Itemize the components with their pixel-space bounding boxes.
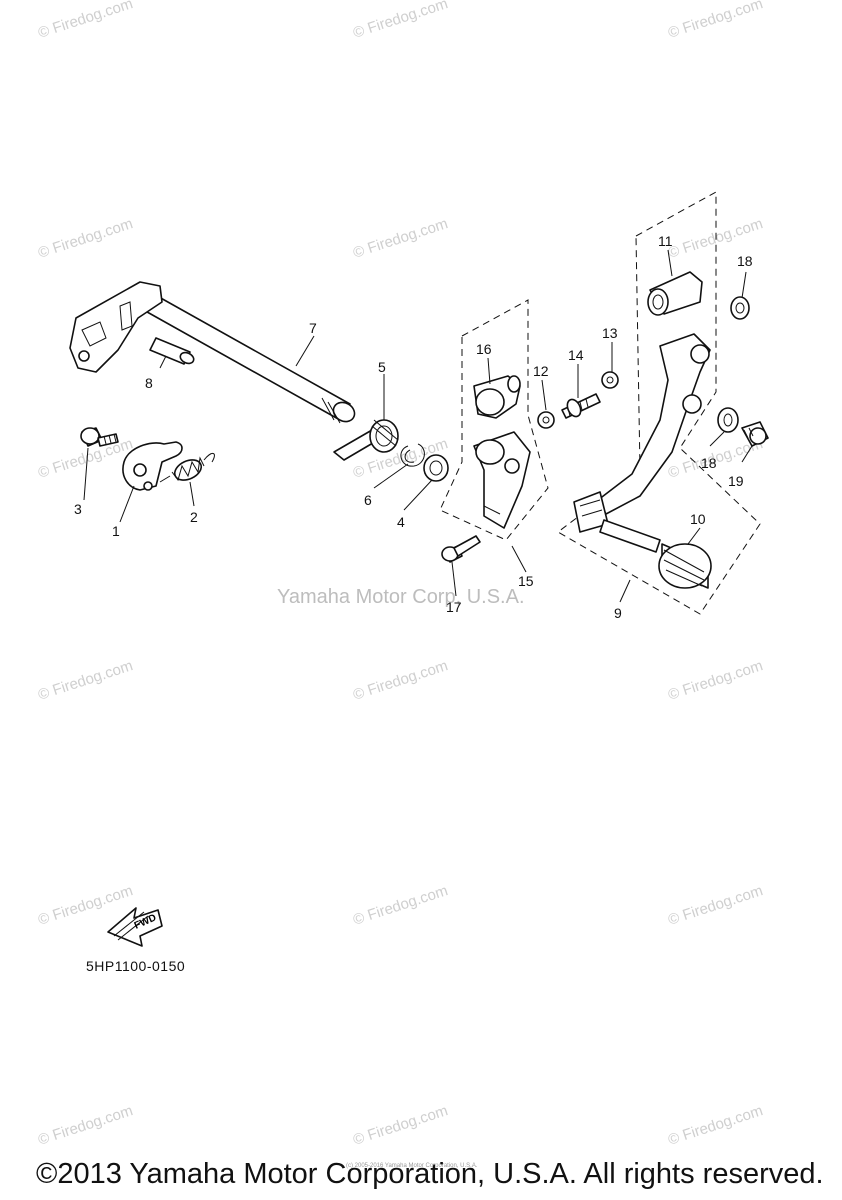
part-5-torsion-spring [333, 419, 399, 461]
watermark: © Firedog.com [351, 1102, 450, 1149]
callout-15: 15 [518, 573, 534, 589]
watermark: © Firedog.com [36, 0, 135, 42]
part-18-washer-upper [730, 296, 750, 320]
part-19-bolt [741, 421, 769, 447]
callout-12: 12 [533, 363, 549, 379]
callout-18-upper: 18 [737, 253, 753, 269]
part-8-pin [149, 337, 195, 365]
watermark: © Firedog.com [666, 657, 765, 704]
part-1-stopper-lever [122, 441, 183, 491]
part-15-lever [473, 431, 531, 529]
callout-19: 19 [728, 473, 744, 489]
callout-2: 2 [190, 509, 198, 525]
part-11-boot [647, 271, 703, 316]
callout-5: 5 [378, 359, 386, 375]
watermark: © Firedog.com [36, 657, 135, 704]
watermark: © Firedog.com [666, 0, 765, 42]
part-16-rod-end [473, 375, 521, 419]
part-9-shift-pedal [573, 333, 711, 553]
callout-10: 10 [690, 511, 706, 527]
part-3-bolt [80, 427, 119, 447]
watermark: © Firedog.com [36, 215, 135, 262]
callout-16: 16 [476, 341, 492, 357]
callout-7: 7 [309, 320, 317, 336]
callout-1: 1 [112, 523, 120, 539]
watermark: © Firedog.com [666, 882, 765, 929]
callout-18-lower: 18 [701, 455, 717, 471]
callout-11: 11 [658, 233, 673, 249]
callout-9: 9 [614, 605, 622, 621]
part-6-circlip [400, 443, 425, 467]
watermark: © Firedog.com [351, 882, 450, 929]
part-12-nut [537, 411, 555, 429]
watermark: © Firedog.com [351, 657, 450, 704]
center-watermark: Yamaha Motor Corp, U.S.A. [277, 586, 525, 608]
watermark: © Firedog.com [351, 0, 450, 42]
footer-copyright: ©2013 Yamaha Motor Corporation, U.S.A. A… [36, 1158, 824, 1190]
callout-13: 13 [602, 325, 618, 341]
diagram-code: 5HP1100-0150 [86, 958, 186, 974]
callout-6: 6 [364, 492, 372, 508]
callout-14: 14 [568, 347, 584, 363]
watermark: © Firedog.com [36, 1102, 135, 1149]
part-2-spring [159, 453, 215, 483]
part-18-washer-lower [717, 407, 739, 433]
callout-3: 3 [74, 501, 82, 517]
fwd-arrow-icon [107, 907, 163, 947]
leader-lines [83, 249, 753, 603]
part-14-stud [561, 393, 601, 419]
callout-17: 17 [446, 599, 462, 615]
watermark: © Firedog.com [666, 1102, 765, 1149]
watermark: © Firedog.com [351, 215, 450, 262]
part-13-nut [601, 371, 619, 389]
part-7-shift-shaft [69, 281, 356, 424]
part-10-pedal-rubber [658, 543, 712, 589]
callout-8: 8 [145, 375, 153, 391]
part-17-bolt [441, 535, 481, 563]
tiny-copyright: (c) 2005-2016 Yamaha Motor Corporation, … [346, 1163, 478, 1169]
callout-4: 4 [397, 514, 405, 530]
part-4-collar [423, 454, 449, 482]
group-15-outline [439, 299, 549, 541]
